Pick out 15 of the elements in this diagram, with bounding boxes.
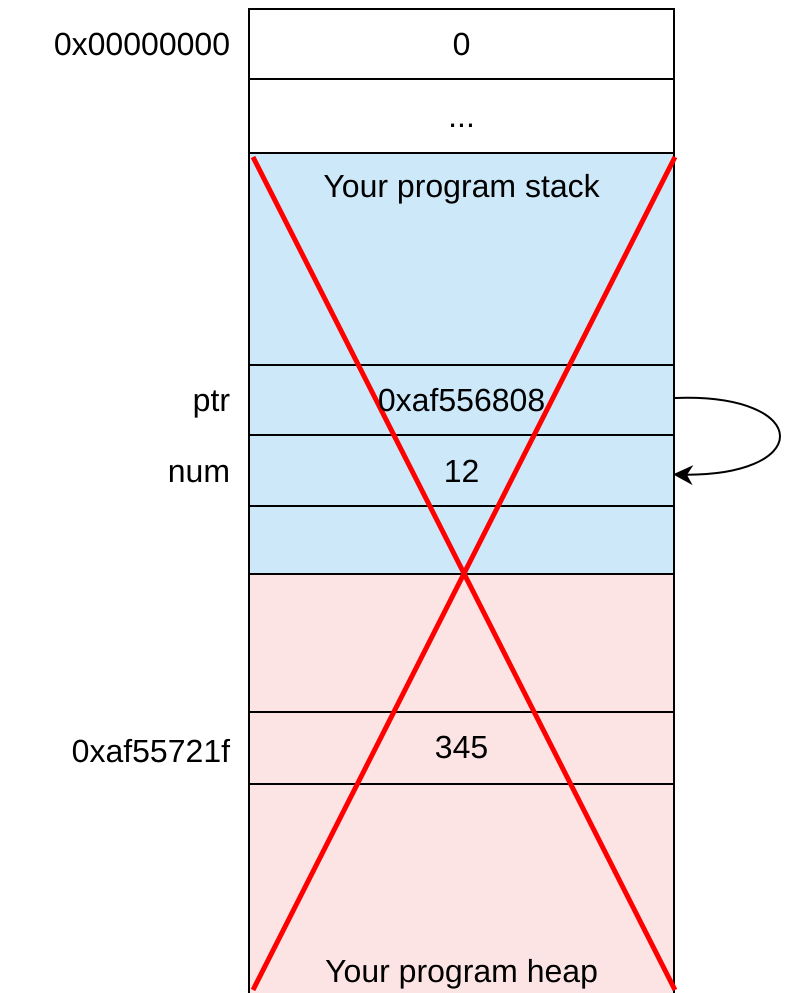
address-label: 0xaf55721f	[72, 732, 230, 771]
arrow	[673, 397, 781, 484]
cell-value: 0xaf556808	[376, 381, 546, 420]
address-label: 0x00000000	[54, 25, 230, 64]
cell-value: 0	[452, 25, 472, 64]
cell-value: ...	[447, 97, 476, 136]
address-label: num	[168, 452, 230, 490]
memory-cell	[248, 78, 675, 154]
cell-value: 345	[434, 728, 490, 767]
region-title: Your program stack	[322, 167, 601, 206]
memory-cell	[248, 8, 675, 80]
region-title: Your program heap	[324, 952, 599, 991]
cell-value: 12	[442, 452, 480, 490]
heap-region	[248, 575, 675, 993]
address-label: ptr	[192, 381, 230, 420]
